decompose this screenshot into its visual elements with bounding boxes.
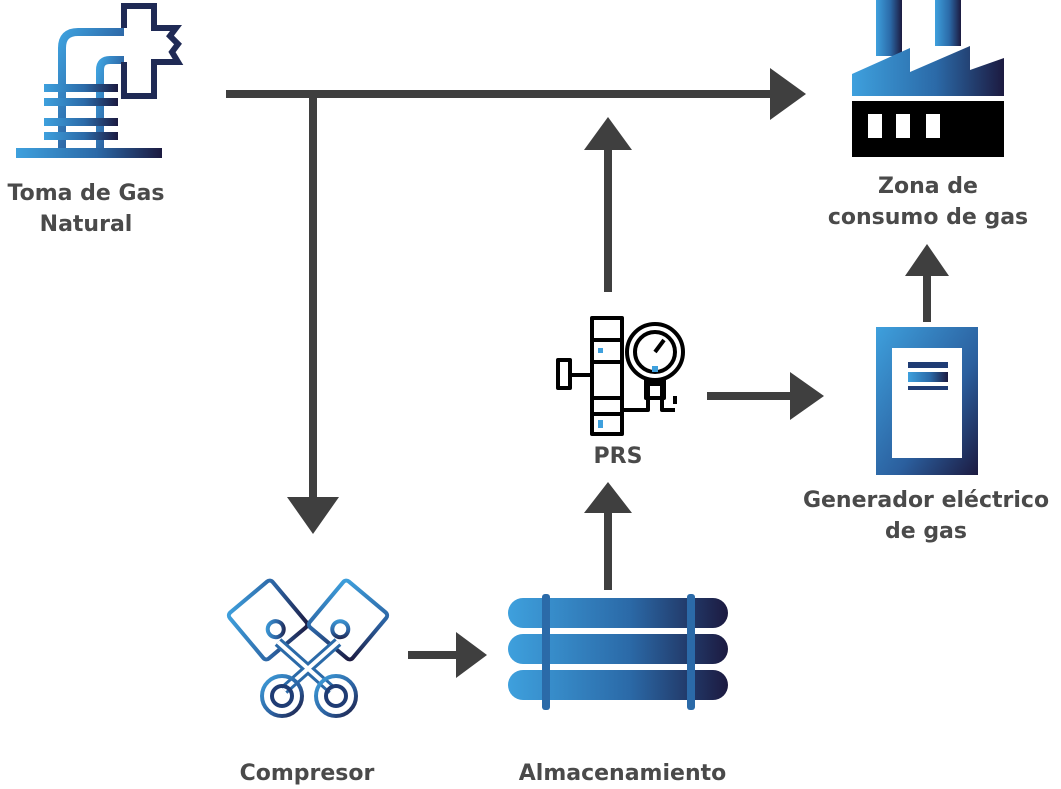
almacenamiento-label-text: Almacenamiento (518, 761, 727, 786)
arrowhead-compresor-to-almacenamiento (456, 632, 487, 678)
arrowhead-prs-to-zona (584, 117, 632, 150)
toma-gas-label-line1: Toma de Gas (7, 181, 165, 206)
storage-tanks-icon (508, 594, 728, 710)
toma-gas-label-line2: Natural (39, 212, 133, 237)
arrows (226, 68, 949, 678)
generador-label-line2: de gas (884, 519, 968, 544)
almacenamiento-label: Almacenamiento (500, 758, 745, 789)
zona-consumo-label-line2: consumo de gas (827, 205, 1029, 230)
toma-gas-label: Toma de Gas Natural (0, 178, 172, 240)
pressure-regulator-icon (556, 316, 685, 436)
arrowhead-almacenamiento-to-prs (584, 482, 632, 513)
arrowhead-toma-to-compresor (287, 497, 339, 534)
generador-label: Generador eléctrico de gas (790, 485, 1061, 547)
compresor-label-text: Compresor (239, 761, 375, 786)
arrowhead-prs-to-generador (790, 372, 824, 420)
compressor-pistons-icon (226, 578, 390, 718)
gas-intake-pipe-icon (16, 3, 184, 158)
zona-consumo-label: Zona de consumo de gas (818, 171, 1038, 233)
prs-label-text: PRS (593, 444, 643, 469)
prs-label: PRS (578, 441, 658, 472)
compresor-label: Compresor (212, 758, 402, 789)
gas-generator-icon (876, 327, 978, 475)
arrowhead-toma-to-zona (770, 68, 806, 120)
factory-icon (852, 0, 1004, 157)
arrowhead-generador-to-zona (905, 244, 949, 276)
zona-consumo-label-line1: Zona de (878, 174, 978, 199)
generador-label-line1: Generador eléctrico (802, 488, 1050, 513)
